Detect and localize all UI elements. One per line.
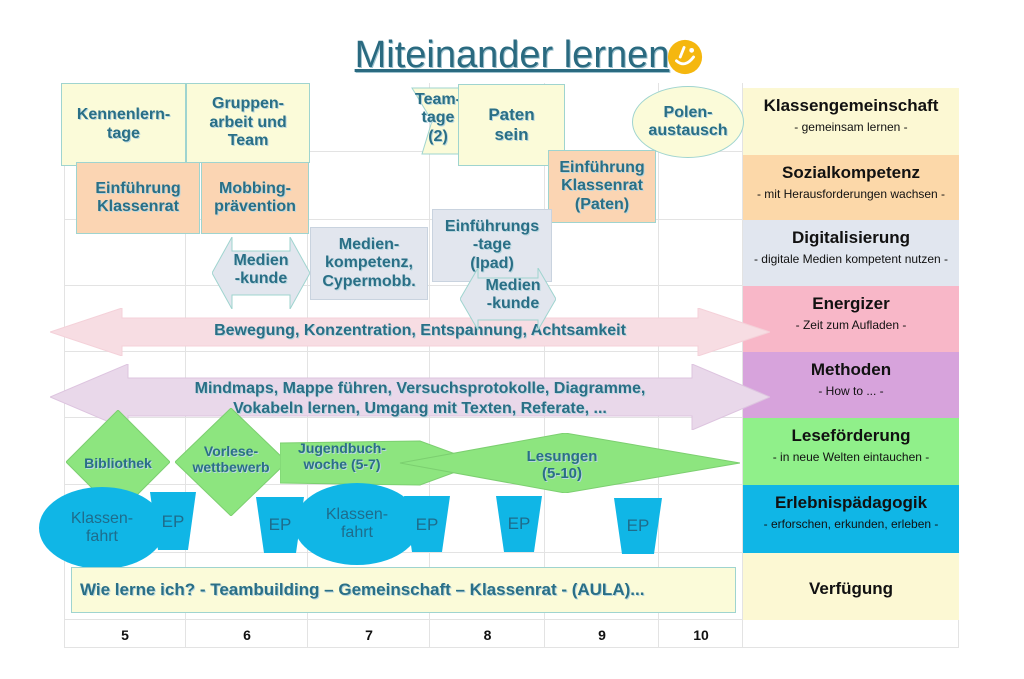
gruppenarbeit-box: Gruppen- arbeit und Team <box>186 83 310 163</box>
grid-cell <box>659 418 743 485</box>
category-cell: Klassengemeinschaft - gemeinsam lernen - <box>743 88 959 155</box>
medienkunde-8-label: Medien -kunde <box>485 277 541 313</box>
category-cell: Leseförderung - in neue Welten eintauchen… <box>743 418 959 485</box>
ep-1-label: EP <box>161 512 185 531</box>
category-title: Verfügung <box>808 579 894 598</box>
klassenfahrt-7-ellipse: Klassen- fahrt <box>294 483 420 565</box>
category-title: Methoden <box>810 360 892 379</box>
grid-cell <box>430 485 545 553</box>
category-subtitle: - mit Herausforderungen wachsen - <box>756 187 946 201</box>
ep-3-label: EP <box>415 515 439 534</box>
category-subtitle: - erforschen, erkunden, erleben - <box>763 517 939 531</box>
grid-cell <box>659 152 743 220</box>
grade-label: 9 <box>598 627 606 643</box>
ep-3-shape <box>404 496 450 552</box>
klassenfahrt-5-ellipse: Klassen- fahrt <box>39 487 165 569</box>
category-cell: Methoden - How to ... - <box>743 352 959 418</box>
vorlesewettbewerb-label: Vorlese- wettbewerb <box>192 443 270 476</box>
klassenrat-5-box: Einführung Klassenrat <box>76 162 200 234</box>
mobbingpraevention-box: Mobbing- prävention <box>201 162 309 234</box>
grade-label: 7 <box>365 627 373 643</box>
grid-cell <box>308 152 430 220</box>
klassenrat-9-box: Einführung Klassenrat (Paten) <box>548 150 656 223</box>
grid-cell <box>545 220 659 286</box>
category-title: Erlebnispädagogik <box>774 493 928 512</box>
category-empty-cell <box>743 620 959 648</box>
category-cell: Digitalisierung - digitale Medien kompete… <box>743 220 959 286</box>
category-cell: Energizer - Zeit zum Aufladen - <box>743 286 959 352</box>
grid-cell <box>186 620 308 648</box>
grid-cell <box>659 553 743 620</box>
grade-label: 8 <box>483 627 492 643</box>
medienkompetenz-box: Medien- kompetenz, Cypermobb. <box>310 227 428 300</box>
methoden-band-label: Mindmaps, Mappe führen, Versuchsprotokol… <box>194 380 646 417</box>
category-title: Klassengemeinschaft <box>763 96 939 115</box>
category-cell: Erlebnispädagogik - erforschen, erkunden,… <box>743 485 959 553</box>
category-title: Digitalisierung <box>791 228 911 247</box>
category-title: Sozialkompetenz <box>782 163 920 182</box>
grade-label: 6 <box>243 627 251 643</box>
ep-5-label: EP <box>626 516 650 535</box>
category-cell: Verfügung <box>743 553 959 620</box>
polenaustausch-ellipse: Polen- austausch <box>632 86 744 158</box>
medienkunde-6-arrow <box>212 237 310 309</box>
jugendbuchwoche-label: Jugendbuch- woche (5-7) <box>298 440 386 473</box>
page-title: Miteinander lernen <box>354 34 670 76</box>
ep-2-shape <box>256 497 304 553</box>
kennenlerntage-box: Kennenlern- tage <box>61 83 186 166</box>
medienkunde-6-label: Medien -kunde <box>233 252 289 288</box>
category-cell: Sozialkompetenz - mit Herausforderungen w… <box>743 155 959 220</box>
category-title: Energizer <box>812 294 890 313</box>
category-subtitle: - in neue Welten eintauchen - <box>772 450 930 464</box>
grid-cell <box>545 620 659 648</box>
teamtage-label: Team- tage (2) <box>415 91 461 145</box>
medienkunde-8-arrow <box>460 268 556 330</box>
grid-cell <box>659 220 743 286</box>
grade-label: 5 <box>121 627 129 643</box>
ep-4-label: EP <box>507 514 531 533</box>
ep-4-shape <box>496 496 542 552</box>
energizer-band-label: Bewegung, Konzentration, Entspannung, Ac… <box>214 322 626 339</box>
energizer-arrow <box>50 308 770 356</box>
grid-cell <box>430 620 545 648</box>
smiley-logo-icon <box>667 39 703 75</box>
ep-5-shape <box>614 498 662 554</box>
lesefoerderung-arrow <box>280 433 740 493</box>
category-subtitle: - How to ... - <box>818 384 884 398</box>
lesungen-label: Lesungen (5-10) <box>526 448 598 483</box>
category-title: Leseförderung <box>791 426 911 445</box>
category-subtitle: - digitale Medien kompetent nutzen - <box>753 252 949 266</box>
grid-cell <box>659 485 743 553</box>
grid-cell <box>64 620 186 648</box>
grid-cell <box>64 220 186 286</box>
grid-cell <box>308 620 430 648</box>
ep-2-label: EP <box>268 515 292 534</box>
category-subtitle: - Zeit zum Aufladen - <box>795 318 907 332</box>
paten-box: Paten sein <box>458 84 565 166</box>
grade-label: 10 <box>693 627 709 643</box>
grid-cell <box>659 620 743 648</box>
category-subtitle: - gemeinsam lernen - <box>794 120 908 134</box>
ep-1-shape <box>150 492 196 550</box>
verfuegung-band: Wie lerne ich? - Teambuilding – Gemeinsc… <box>71 567 736 613</box>
bibliothek-label: Bibliothek <box>84 455 152 471</box>
vorlesewettbewerb-diamond <box>175 408 287 516</box>
